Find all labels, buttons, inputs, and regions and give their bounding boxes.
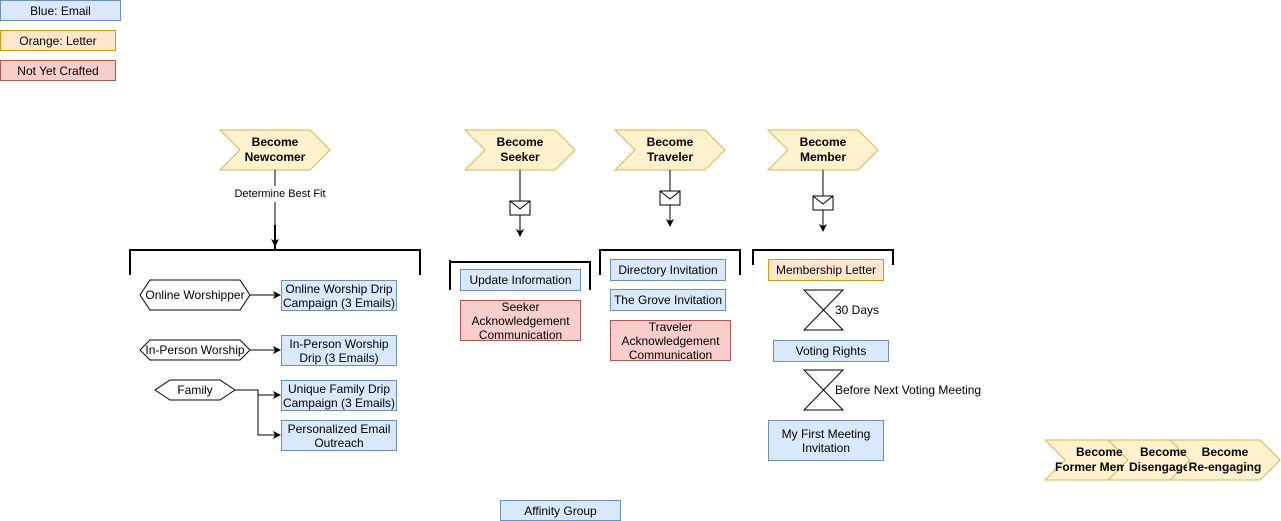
stage-reengaging-label: Become Re-engaging [1175, 443, 1275, 477]
stage-newcomer-shape[interactable] [218, 129, 331, 171]
inperson-worship-shape[interactable] [139, 339, 251, 361]
traveler-envelope-flap [659, 190, 681, 200]
grove-invitation-box[interactable]: The Grove Invitation [610, 289, 726, 311]
wait-30-days-hourglass [802, 289, 845, 331]
stage-newcomer-line2: Newcomer [244, 150, 306, 164]
stage-traveler-label: Become Traveler [620, 133, 720, 167]
directory-invitation-box[interactable]: Directory Invitation [610, 259, 726, 281]
stage-disengaged-line1: Become [1140, 445, 1187, 459]
stage-traveler-line2: Traveler [646, 150, 694, 164]
online-worship-drip-box[interactable]: Online Worship Drip Campaign (3 Emails) [281, 280, 397, 311]
inperson-worship-label: In-Person Worship [145, 343, 245, 357]
stage-former-member-label: Become Former Member [1052, 443, 1124, 477]
seeker-bracket [449, 260, 591, 290]
stage-reengaging-line2: Re-engaging [1188, 460, 1262, 474]
affinity-group-box[interactable]: Affinity Group [500, 500, 621, 521]
family-label: Family [177, 383, 213, 397]
stage-disengaged-line2: Disengaged [1129, 460, 1187, 474]
legend-not-crafted: Not Yet Crafted [0, 60, 116, 81]
wait-before-meeting-hourglass [802, 369, 845, 411]
first-meeting-invitation-box[interactable]: My First Meeting Invitation [768, 420, 884, 461]
family-to-outreach-arrow [257, 390, 281, 439]
stage-seeker-label: Become Seeker [470, 133, 570, 167]
stage-traveler-line1: Become [646, 135, 694, 149]
stage-member-label: Become Member [773, 133, 873, 167]
seeker-acknowledgement-box[interactable]: Seeker Acknowledgement Communication [460, 300, 581, 342]
traveler-acknowledgement-box[interactable]: Traveler Acknowledgement Communication [610, 320, 731, 362]
wait-before-meeting-label: Before Next Voting Meeting [835, 383, 982, 397]
stage-disengaged-label: Become Disengaged [1120, 443, 1187, 477]
stage-former-member-line2: Former Member [1055, 460, 1124, 474]
inperson-worship-drip-box[interactable]: In-Person Worship Drip (3 Emails) [281, 335, 397, 366]
newcomer-bracket [129, 225, 421, 275]
stage-reengaging-shape[interactable] [1168, 439, 1281, 481]
stage-newcomer-line1: Become [251, 135, 299, 149]
stage-seeker-line1: Become [496, 135, 544, 149]
determine-best-fit-label: Determine Best Fit [225, 187, 335, 201]
stage-seeker-line2: Seeker [500, 150, 540, 164]
family-shape[interactable] [154, 379, 236, 401]
membership-letter-box[interactable]: Membership Letter [768, 259, 884, 281]
traveler-bracket [599, 249, 741, 275]
family-drip-box[interactable]: Unique Family Drip Campaign (3 Emails) [281, 380, 397, 411]
stage-former-member-line1: Become [1076, 445, 1123, 459]
voting-rights-box[interactable]: Voting Rights [773, 340, 889, 362]
stage-member-line2: Member [799, 150, 846, 164]
legend-letter: Orange: Letter [0, 30, 116, 51]
stage-reengaging-line1: Become [1201, 445, 1249, 459]
wait-30-days-label: 30 Days [835, 303, 880, 317]
stage-newcomer-label: Become Newcomer [225, 133, 325, 167]
legend-email: Blue: Email [0, 0, 121, 21]
stage-traveler-shape[interactable] [613, 129, 726, 171]
stage-member-line1: Become [799, 135, 847, 149]
personalized-outreach-box[interactable]: Personalized Email Outreach [281, 420, 397, 451]
member-bracket [752, 249, 894, 265]
update-information-box[interactable]: Update Information [460, 269, 581, 291]
stage-member-shape[interactable] [766, 129, 879, 171]
seeker-envelope-flap [509, 200, 531, 210]
online-worshipper-shape[interactable] [139, 279, 251, 311]
stage-seeker-shape[interactable] [463, 129, 576, 171]
member-envelope-flap [812, 195, 834, 205]
online-worshipper-label: Online Worshipper [145, 288, 245, 302]
